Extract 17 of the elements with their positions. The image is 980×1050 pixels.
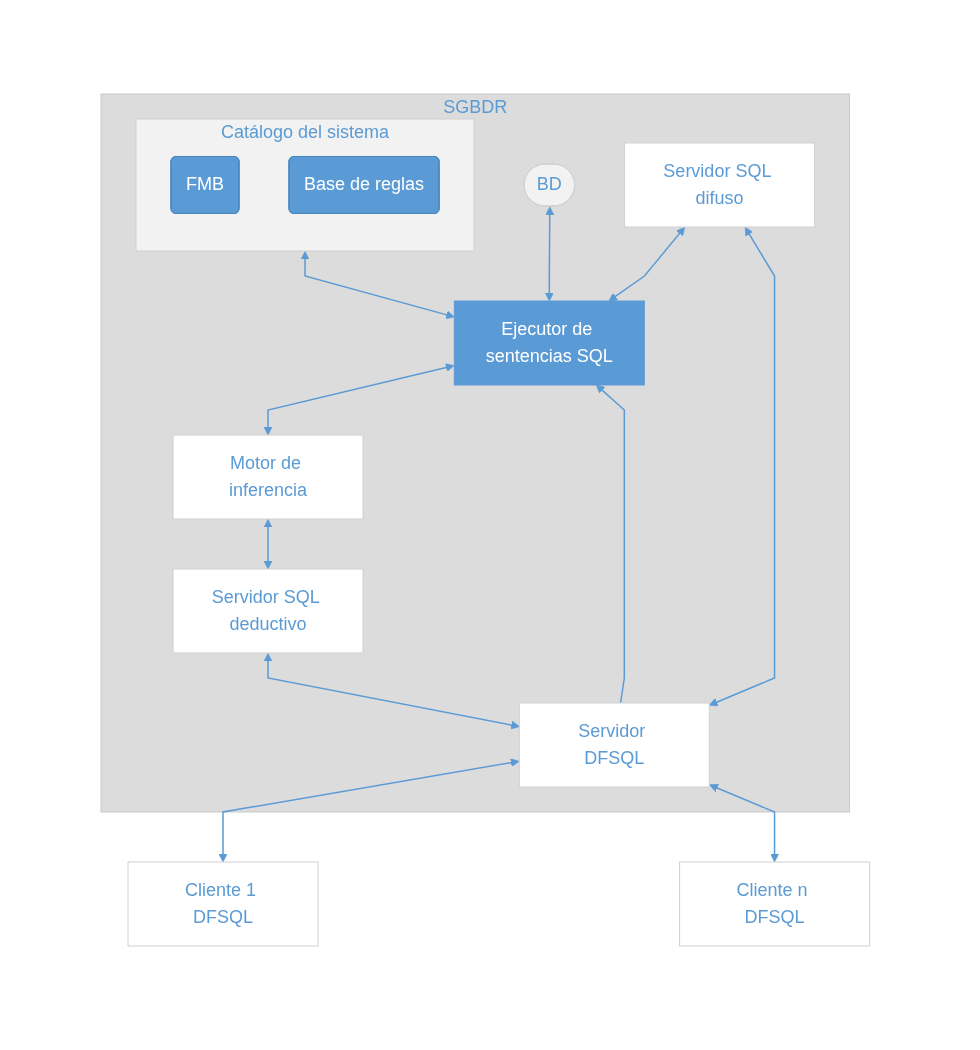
node-box: Ejecutor de sentencias SQL xyxy=(453,300,645,386)
node-box: Motor de inferencia xyxy=(172,434,364,520)
node-box: Servidor SQL deductivo xyxy=(172,568,364,654)
arrow xyxy=(218,758,520,863)
arrow xyxy=(300,251,455,320)
arrow xyxy=(263,653,520,730)
arrow xyxy=(608,226,685,302)
arrow xyxy=(263,519,273,570)
arrow xyxy=(263,363,455,436)
node-box: Cliente 1 DFSQL xyxy=(127,861,319,947)
arrow xyxy=(708,226,776,707)
node-box: Cliente n DFSQL xyxy=(678,861,870,947)
arrow xyxy=(709,783,779,863)
node-box: Servidor DFSQL xyxy=(518,702,710,788)
arrow xyxy=(595,384,625,704)
node-box: Servidor SQL difuso xyxy=(623,142,815,228)
arrow xyxy=(544,206,554,302)
